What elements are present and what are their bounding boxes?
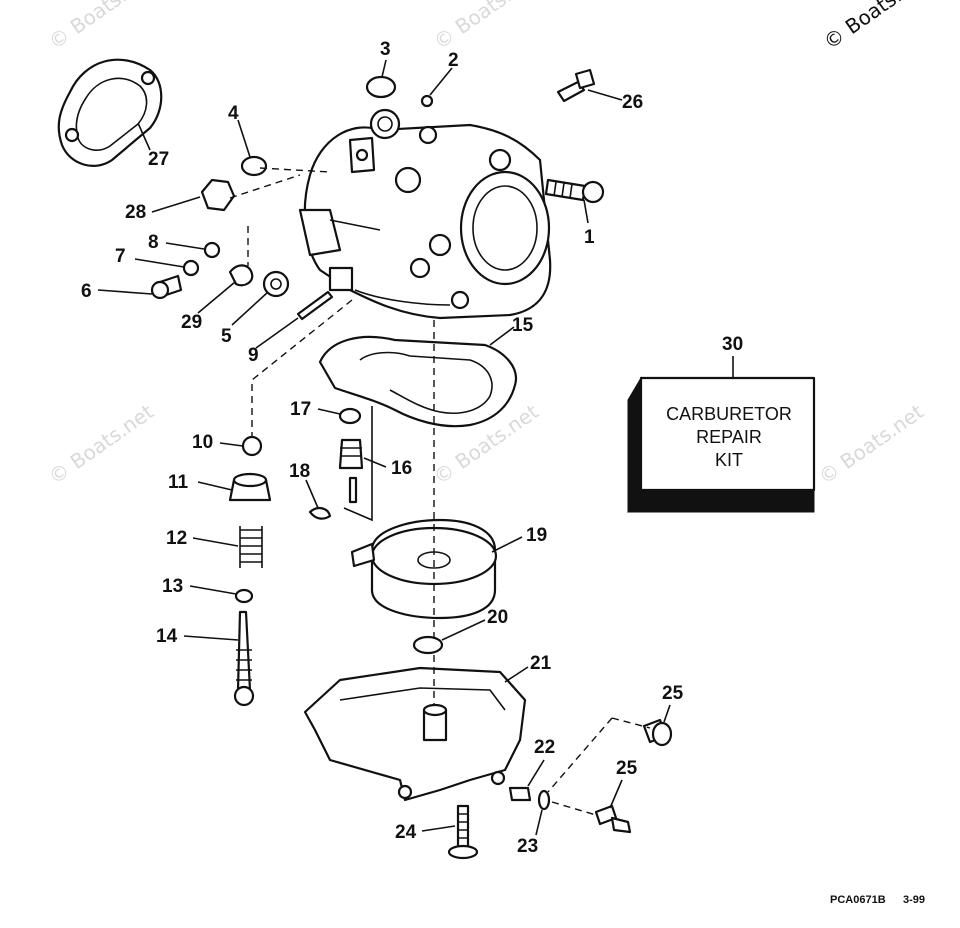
part-24-screw (447, 804, 479, 860)
part-28-nut (200, 178, 236, 212)
part-18-clip (308, 506, 332, 520)
part-1-screw (544, 178, 605, 204)
callout-29: 29 (181, 312, 202, 333)
carburetor-body (298, 108, 552, 320)
watermark: © Boats.net (44, 0, 158, 54)
watermark: © Boats.net (429, 0, 543, 54)
part-27-gasket (57, 58, 163, 167)
callout-25-upper: 25 (662, 683, 684, 704)
part-12-spring (239, 526, 263, 568)
part-29-clip (228, 264, 254, 287)
part-25-plug-upper (642, 718, 673, 747)
callout-12: 12 (166, 528, 187, 549)
callout-26: 26 (622, 92, 643, 113)
alignment-lines (229, 167, 651, 816)
kit-label-line2: REPAIR (696, 427, 762, 447)
callout-11: 11 (168, 472, 189, 493)
part-19-float (350, 518, 498, 620)
callout-28: 28 (125, 202, 146, 223)
part-16-needle-and-seat (338, 406, 373, 522)
callout-18: 18 (289, 461, 310, 482)
part-11-nut (228, 472, 272, 502)
callout-3: 3 (380, 39, 391, 60)
part-25-fitting-lower (594, 804, 632, 834)
callout-14: 14 (156, 626, 178, 647)
part-2-ball (420, 94, 434, 108)
callout-6: 6 (81, 281, 92, 302)
watermark: © Boats.net (44, 399, 158, 489)
part-21-float-bowl (303, 666, 527, 802)
callout-2: 2 (448, 50, 459, 71)
callout-21: 21 (530, 653, 552, 674)
part-5-washer (262, 270, 290, 298)
part-10-oring (241, 435, 263, 457)
callout-20: 20 (487, 607, 508, 628)
callout-1: 1 (584, 227, 595, 248)
part-7-washer (182, 259, 200, 277)
callout-19: 19 (526, 525, 547, 546)
callout-30: 30 (722, 334, 743, 355)
callout-27: 27 (148, 149, 169, 170)
part-17-washer (338, 407, 362, 425)
callout-23: 23 (517, 836, 538, 857)
part-13-washer (234, 588, 254, 604)
callout-16: 16 (391, 458, 412, 479)
part-20-washer (412, 635, 444, 655)
part-8-lockwasher (203, 241, 221, 259)
part-9-pin (296, 290, 334, 321)
callout-5: 5 (221, 326, 232, 347)
part-26-fitting (556, 68, 596, 103)
kit-label-line1: CARBURETOR (666, 404, 792, 424)
part-15-gasket (318, 335, 518, 428)
callout-22: 22 (534, 737, 555, 758)
part-4-plug (240, 155, 268, 177)
callout-labels: 1 2 3 4 5 6 7 8 9 10 11 12 13 14 15 16 1… (81, 39, 743, 857)
part-6-screw (150, 274, 183, 300)
callout-8: 8 (148, 232, 159, 253)
callout-4: 4 (228, 103, 239, 124)
callout-10: 10 (192, 432, 213, 453)
part-14-needle-valve (233, 610, 255, 707)
watermark: © Boats.net (814, 399, 928, 489)
footer-code: PCA0671B (830, 894, 886, 906)
callout-24: 24 (395, 822, 417, 843)
kit-label-line3: KIT (715, 450, 743, 470)
callout-7: 7 (115, 246, 126, 267)
callout-9: 9 (248, 345, 259, 366)
part-22-jet (508, 786, 532, 802)
part-23-oring (537, 789, 551, 811)
callout-15: 15 (512, 315, 534, 336)
footer-date: 3-99 (903, 894, 925, 906)
part-3-plug (365, 75, 397, 99)
watermark: © Boats.net (819, 0, 933, 54)
part-30-repair-kit: CARBURETOR REPAIR KIT (627, 376, 816, 513)
callout-25-lower: 25 (616, 758, 638, 779)
callout-17: 17 (290, 399, 311, 420)
leader-lines (97, 59, 734, 836)
callout-13: 13 (162, 576, 183, 597)
